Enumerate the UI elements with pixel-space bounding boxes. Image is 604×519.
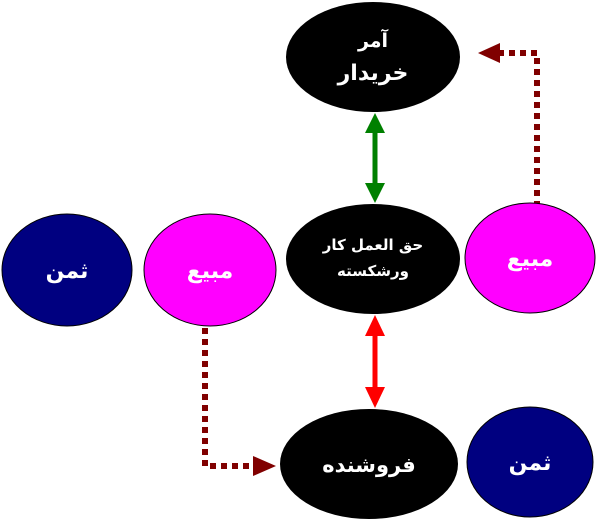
node-price-left-label: ثمن bbox=[46, 259, 89, 284]
node-buyer-principal-shape bbox=[286, 2, 460, 112]
node-bankrupt-agent-shape bbox=[286, 204, 460, 314]
node-goods-left: مبیع bbox=[143, 213, 277, 327]
node-seller: فروشنده bbox=[280, 409, 458, 519]
node-seller-shape bbox=[280, 409, 458, 519]
arrow-buyer-agent bbox=[365, 113, 385, 203]
node-seller-label: فروشنده bbox=[322, 453, 416, 477]
node-bankrupt-agent-line2: ورشکسته bbox=[337, 262, 409, 280]
arrow-agent-seller bbox=[365, 315, 385, 408]
node-price-bottom-shape bbox=[466, 406, 594, 518]
node-buyer-principal: آمر خریدار bbox=[286, 2, 460, 112]
node-price-left-shape bbox=[1, 213, 133, 327]
node-price-bottom: ثمن bbox=[466, 406, 594, 518]
node-goods-right: مبیع bbox=[464, 202, 596, 314]
node-bankrupt-agent-line1: حق العمل کار bbox=[322, 236, 423, 254]
node-price-left: ثمن bbox=[1, 213, 133, 327]
dotted-arrow-goods-to-buyer bbox=[478, 43, 540, 207]
node-buyer-principal-line2: خریدار bbox=[337, 61, 409, 86]
node-goods-right-shape bbox=[464, 202, 596, 314]
node-price-bottom-label: ثمن bbox=[509, 451, 552, 476]
node-buyer-principal-line1: آمر bbox=[357, 28, 389, 52]
dotted-arrow-goods-to-seller bbox=[202, 328, 276, 476]
node-goods-right-label: مبیع bbox=[507, 247, 554, 272]
node-goods-left-label: مبیع bbox=[187, 259, 234, 284]
node-goods-left-shape bbox=[143, 213, 277, 327]
node-bankrupt-agent: حق العمل کار ورشکسته bbox=[286, 204, 460, 314]
